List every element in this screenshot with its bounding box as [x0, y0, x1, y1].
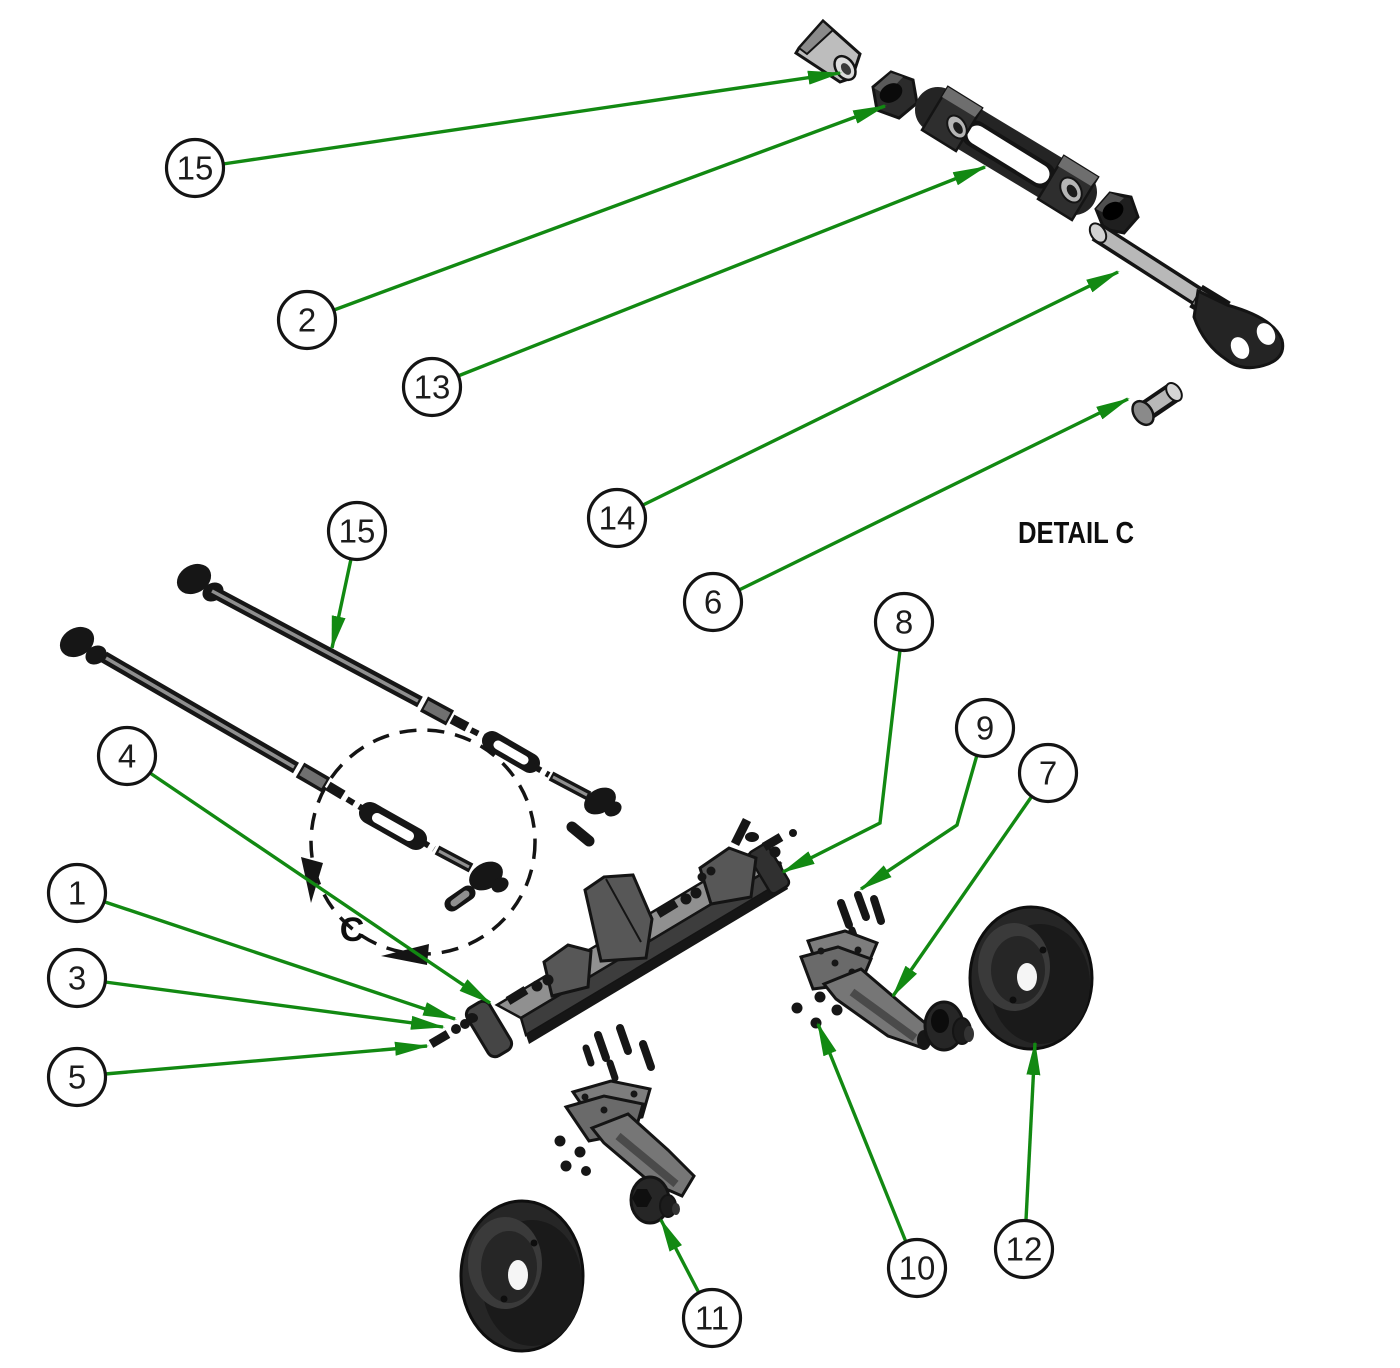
balloon-circle-12 — [993, 1218, 1055, 1280]
detail-view-arrow-left — [301, 857, 323, 903]
rod-end-assembly — [1088, 222, 1285, 370]
leader-arrow-13 — [457, 165, 987, 378]
clevis-pin — [1131, 381, 1183, 427]
leader-arrow-12 — [1024, 1041, 1041, 1221]
balloon-number-15: 15 — [177, 150, 214, 187]
balloon-number-3: 3 — [68, 960, 86, 997]
callout-balloon-4: 4 — [96, 725, 492, 1005]
leader-arrow-8 — [781, 649, 902, 874]
balloon-number-15: 15 — [339, 513, 376, 550]
callout-balloon-15: 15 — [164, 70, 842, 199]
turnbuckle-body — [915, 85, 1100, 222]
balloon-number-2: 2 — [298, 302, 316, 339]
gusset-plate-center — [583, 873, 654, 963]
callout-balloon-7: 7 — [891, 742, 1079, 998]
callout-balloon-9: 9 — [859, 697, 1016, 891]
wheel-hub-lower — [629, 1175, 680, 1225]
tire-left — [459, 1199, 585, 1353]
leader-arrow-4 — [149, 771, 492, 1005]
leader-arrow-3 — [104, 980, 445, 1030]
balloon-circle-15 — [326, 500, 388, 562]
wheel-hub-right — [917, 1000, 974, 1052]
jam-nut — [1094, 191, 1140, 235]
callout-balloon-13: 13 — [401, 165, 987, 418]
leader-arrow-15 — [330, 558, 353, 650]
balloon-circle-2 — [276, 289, 338, 351]
washers-lower — [554, 1135, 591, 1176]
leader-arrow-2 — [333, 104, 887, 312]
gusset-plate-left — [542, 943, 593, 998]
leader-arrow-5 — [104, 1041, 429, 1076]
callout-balloon-11: 11 — [659, 1218, 743, 1349]
callout-balloon-1: 1 — [46, 862, 457, 1021]
leader-arrow-11 — [659, 1218, 701, 1294]
leader-arrow-14 — [642, 270, 1120, 507]
detail-view-arrow-bottom — [381, 944, 429, 965]
leader-arrow-10 — [816, 1022, 908, 1243]
balloon-circle-1 — [46, 862, 108, 924]
balloon-circle-5 — [46, 1046, 108, 1108]
balloon-number-9: 9 — [976, 710, 994, 747]
detail-circle — [301, 728, 537, 965]
mounting-bolts — [428, 829, 797, 1048]
balloon-number-11: 11 — [695, 1300, 729, 1337]
balloon-circle-4 — [96, 725, 158, 787]
balloon-circle-3 — [46, 947, 108, 1009]
detail-c-assembly — [793, 18, 1285, 427]
balloon-number-1: 1 — [68, 875, 86, 912]
balloon-circle-15 — [164, 137, 226, 199]
callout-balloon-8: 8 — [781, 591, 935, 874]
leader-arrow-15 — [222, 70, 842, 166]
hex-nut — [871, 70, 919, 120]
callout-balloon-5: 5 — [46, 1041, 429, 1108]
gusset-plate-right — [698, 817, 759, 906]
leader-arrow-7 — [891, 795, 1034, 998]
detail-c-marker: C — [340, 911, 365, 949]
balloon-circle-14 — [586, 487, 648, 549]
balloon-number-10: 10 — [899, 1250, 936, 1287]
balloon-number-7: 7 — [1039, 755, 1057, 792]
callout-balloon-2: 2 — [276, 104, 887, 351]
balloon-number-12: 12 — [1006, 1231, 1043, 1268]
lift-rod-lower — [59, 626, 509, 912]
callout-balloon-15: 15 — [326, 500, 388, 650]
balloon-circle-7 — [1017, 742, 1079, 804]
gauge-wheel-arm-right — [791, 891, 974, 1052]
balloon-number-13: 13 — [414, 369, 451, 406]
balloon-circle-11 — [681, 1287, 743, 1349]
balloon-number-5: 5 — [68, 1059, 86, 1096]
callout-balloon-14: 14 — [586, 270, 1120, 549]
balloon-circle-6 — [682, 571, 744, 633]
lift-rod-upper — [176, 563, 622, 847]
balloon-number-8: 8 — [895, 604, 913, 641]
leader-arrow-6 — [738, 397, 1130, 592]
balloon-number-14: 14 — [599, 500, 636, 537]
axle-bar — [428, 817, 797, 1059]
balloon-circle-13 — [401, 356, 463, 418]
balloon-number-6: 6 — [704, 584, 722, 621]
gauge-wheel-arm-lower — [554, 1024, 696, 1225]
leader-arrow-1 — [104, 900, 457, 1021]
balloon-circle-10 — [886, 1237, 948, 1299]
leader-arrow-9 — [859, 754, 979, 891]
balloon-circle-9 — [954, 697, 1016, 759]
callout-balloon-3: 3 — [46, 947, 445, 1030]
balloon-circle-8 — [873, 591, 935, 653]
callout-balloon-10: 10 — [816, 1022, 948, 1299]
callout-balloon-12: 12 — [993, 1041, 1055, 1280]
tire-right — [968, 905, 1094, 1051]
callout-balloon-6: 6 — [682, 397, 1130, 633]
balloon-number-4: 4 — [118, 738, 136, 775]
detail-c-title: DETAIL C — [1018, 515, 1134, 550]
